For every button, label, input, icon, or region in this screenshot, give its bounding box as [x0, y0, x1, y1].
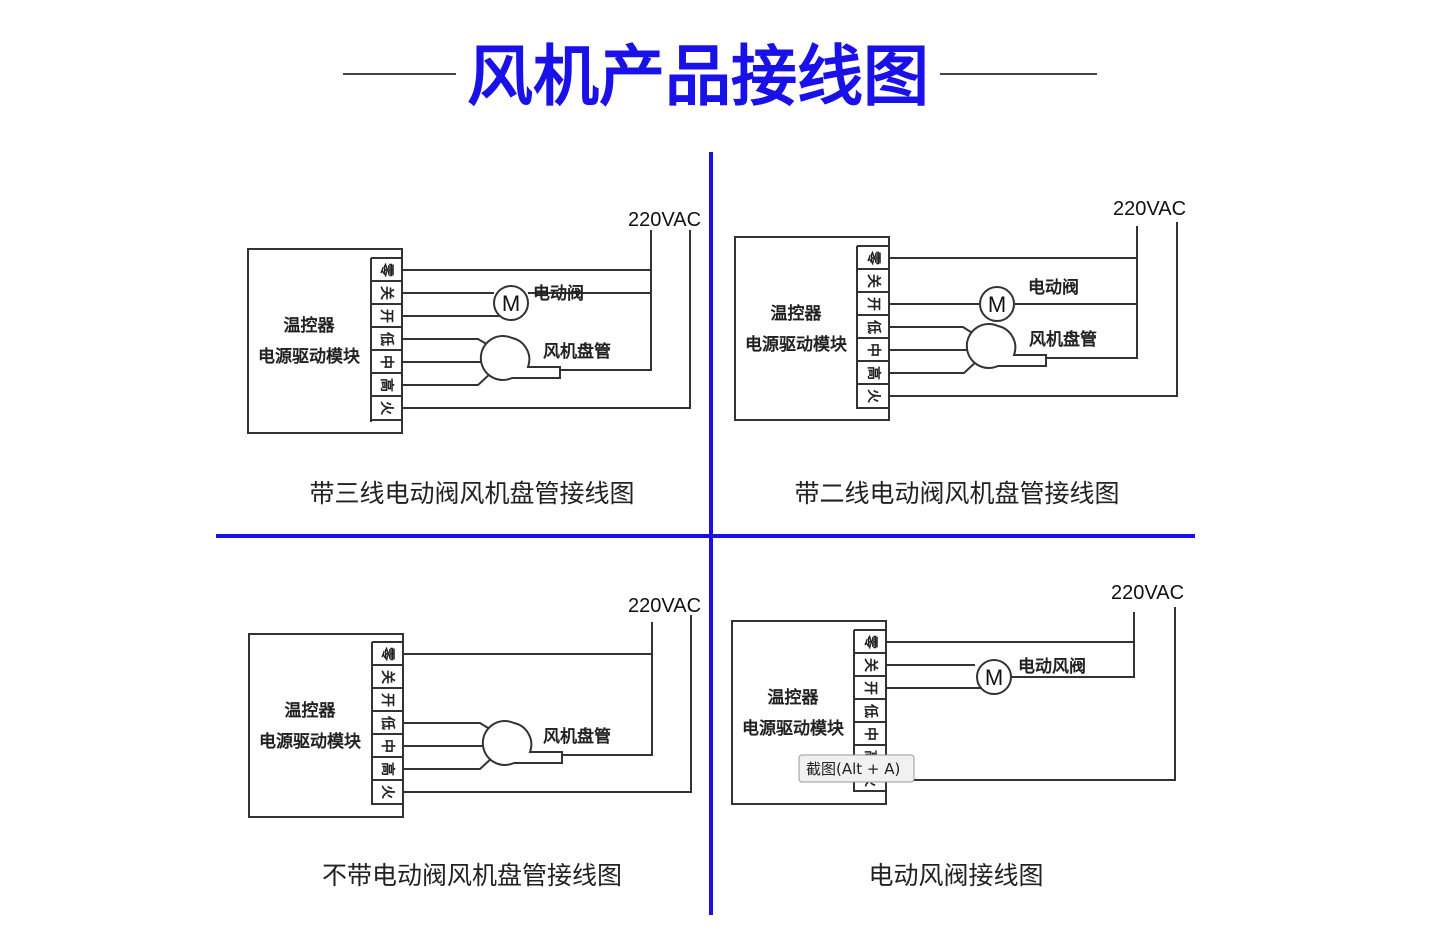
box-label-power-module: 电源驱动模块: [745, 334, 848, 355]
box-label-power-module: 电源驱动模块: [258, 346, 361, 367]
terminal-label-high: 高: [378, 378, 395, 392]
motor-symbol: [493, 285, 529, 321]
terminal-label-high: 高: [865, 366, 882, 380]
terminal-label-close: 关: [865, 274, 882, 288]
fan-coil-symbol: [481, 720, 563, 766]
voltage-label: 220VAC: [1113, 198, 1186, 220]
quadrant-dividers: [216, 152, 1195, 915]
terminal-label-low: 低: [378, 331, 395, 346]
terminal-label-low: 低: [379, 715, 396, 730]
motor-symbol-label: M: [988, 292, 1006, 317]
terminal-label-low: 低: [862, 703, 879, 718]
terminal-strip: 零 关 开 低 中 高 火: [371, 641, 403, 805]
voltage-label: 220VAC: [628, 595, 701, 617]
box-label-thermostat: 温控器: [285, 700, 337, 721]
panel-caption: 带二线电动阀风机盘管接线图: [794, 479, 1119, 508]
box-label-thermostat: 温控器: [768, 687, 820, 708]
motor-valve: M 电动阀: [979, 277, 1079, 322]
motor-valve-label: 电动阀: [1028, 277, 1079, 298]
terminal-label-live: 火: [379, 785, 395, 800]
terminal-strip: 零 关 开 低 中 高 火: [856, 245, 889, 409]
thermostat-box: [247, 248, 403, 434]
box-label-thermostat: 温控器: [771, 303, 823, 324]
motor-valve-label: 电动阀: [533, 283, 584, 304]
terminal-label-open: 开: [379, 693, 395, 707]
terminal-label-open: 开: [862, 681, 878, 695]
terminal-strip: 零 关 开 低 中 高 火: [370, 257, 402, 422]
wiring: [889, 222, 1178, 397]
terminal-label-live: 火: [378, 401, 394, 416]
motor-symbol-label: M: [502, 291, 520, 316]
panel-three-wire-valve: 温控器 电源驱动模块 零 关 开 低 中 高 火: [247, 209, 701, 508]
terminal-label-open: 开: [865, 297, 881, 311]
panel-caption: 带三线电动阀风机盘管接线图: [309, 479, 634, 508]
box-label-power-module: 电源驱动模块: [259, 731, 362, 752]
fan-coil-label: 风机盘管: [1029, 329, 1097, 350]
terminal-label-close: 关: [379, 670, 396, 684]
terminal-label-mid: 中: [378, 355, 395, 369]
tooltip-text: 截图(Alt + A): [806, 760, 900, 778]
fan-coil-symbol: [965, 323, 1047, 369]
voltage-label: 220VAC: [628, 209, 701, 231]
terminal-label-mid: 中: [865, 343, 882, 357]
motor-damper: M 电动风阀: [976, 656, 1086, 695]
terminal-label-close: 关: [862, 658, 879, 672]
thermostat-box: [734, 236, 890, 421]
voltage-label: 220VAC: [1111, 582, 1184, 604]
panel-no-valve: 温控器 电源驱动模块 零 关 开 低 中 高 火: [248, 595, 701, 890]
fan-coil-symbol: [479, 335, 561, 381]
terminal-label-open: 开: [378, 309, 394, 323]
wiring: [402, 230, 691, 409]
motor-symbol: [976, 659, 1012, 695]
terminal-label-mid: 中: [862, 727, 879, 741]
tooltip-box: [798, 754, 915, 783]
panel-two-wire-valve: 温控器 电源驱动模块 零 关 开 低 中 高 火: [734, 198, 1186, 508]
box-label-thermostat: 温控器: [284, 315, 336, 336]
terminal-label-close: 关: [378, 286, 395, 300]
panel-caption: 不带电动阀风机盘管接线图: [322, 861, 622, 890]
fan-coil: 风机盘管: [965, 323, 1097, 369]
screenshot-tooltip: 截图(Alt + A): [798, 754, 915, 783]
terminal-label-neutral: 零: [865, 250, 882, 266]
wiring: [886, 607, 1176, 781]
panel-motorized-damper: 温控器 电源驱动模块 零 关 开 低 中 高 火: [731, 582, 1184, 890]
fan-coil-label: 风机盘管: [543, 726, 611, 747]
terminal-label-low: 低: [865, 319, 882, 334]
page-title: 风机产品接线图: [467, 38, 929, 115]
fan-coil: 风机盘管: [479, 335, 611, 381]
terminal-label-live: 火: [865, 389, 881, 404]
box-label-power-module: 电源驱动模块: [742, 718, 845, 739]
fan-coil: 风机盘管: [481, 720, 611, 766]
motor-valve: M 电动阀: [493, 283, 584, 321]
terminal-label-mid: 中: [379, 739, 396, 753]
terminal-label-neutral: 零: [378, 262, 395, 278]
header: 风机产品接线图: [343, 38, 1097, 115]
terminal-label-high: 高: [379, 762, 396, 776]
terminal-label-neutral: 零: [862, 634, 879, 650]
motor-symbol: [979, 286, 1015, 322]
motor-symbol-label: M: [985, 665, 1003, 690]
fan-coil-label: 风机盘管: [543, 341, 611, 362]
panel-caption: 电动风阀接线图: [868, 861, 1043, 890]
terminal-label-neutral: 零: [379, 646, 396, 662]
wiring: [403, 615, 692, 793]
motor-damper-label: 电动风阀: [1018, 656, 1086, 677]
